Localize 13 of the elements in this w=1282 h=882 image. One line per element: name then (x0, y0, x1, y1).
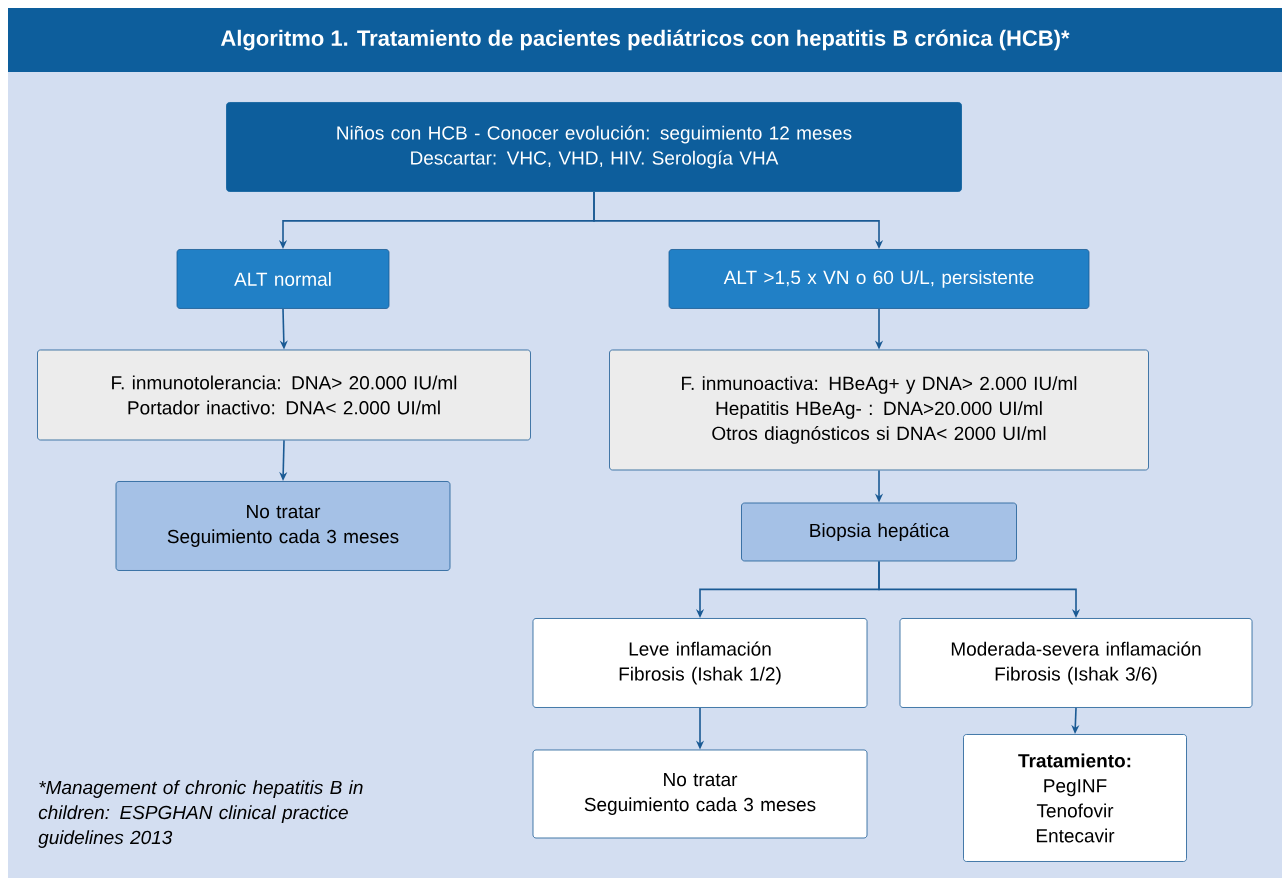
criteria-box: F. inmunoactiva: HBeAg+ y DNA> 2.000 IU/ml Hepatitis HBeAg- : DNA>20.000 UI/ml Otros diagnósticos si DNA< 2000 UI/ml (609, 349, 1149, 471)
title-bar: Algoritmo 1. Tratamiento de pacientes pediátricos con hepatitis B crónica (HCB)* (8, 8, 1282, 72)
action-box: No tratar Seguimiento cada 3 meses (115, 481, 451, 571)
header-box: Niños con HCB - Conocer evolución: seguimiento 12 meses Descartar: VHC, VHD, HIV. Serología VHA (226, 102, 962, 192)
outcome-box: Leve inflamación Fibrosis (Ishak 1/2) (532, 618, 868, 708)
condition-box: ALT normal (176, 249, 390, 309)
outcome-box: No tratar Seguimiento cada 3 meses (532, 749, 868, 839)
criteria-box: F. inmunotolerancia: DNA> 20.000 IU/ml Portador inactivo: DNA< 2.000 UI/ml (37, 349, 531, 441)
action-box: Biopsia hepática (741, 502, 1017, 562)
outcome-box: Moderada-severa inflamación Fibrosis (Ishak 3/6) (899, 618, 1253, 708)
footnote: *Management of chronic hepatitis B in children: ESPGHAN clinical practice guidelines 2013 (38, 780, 363, 848)
condition-box: ALT >1,5 x VN o 60 U/L, persistente (668, 249, 1090, 309)
outcome-box: Tratamiento: PegINF Tenofovir Entecavir (963, 734, 1187, 862)
